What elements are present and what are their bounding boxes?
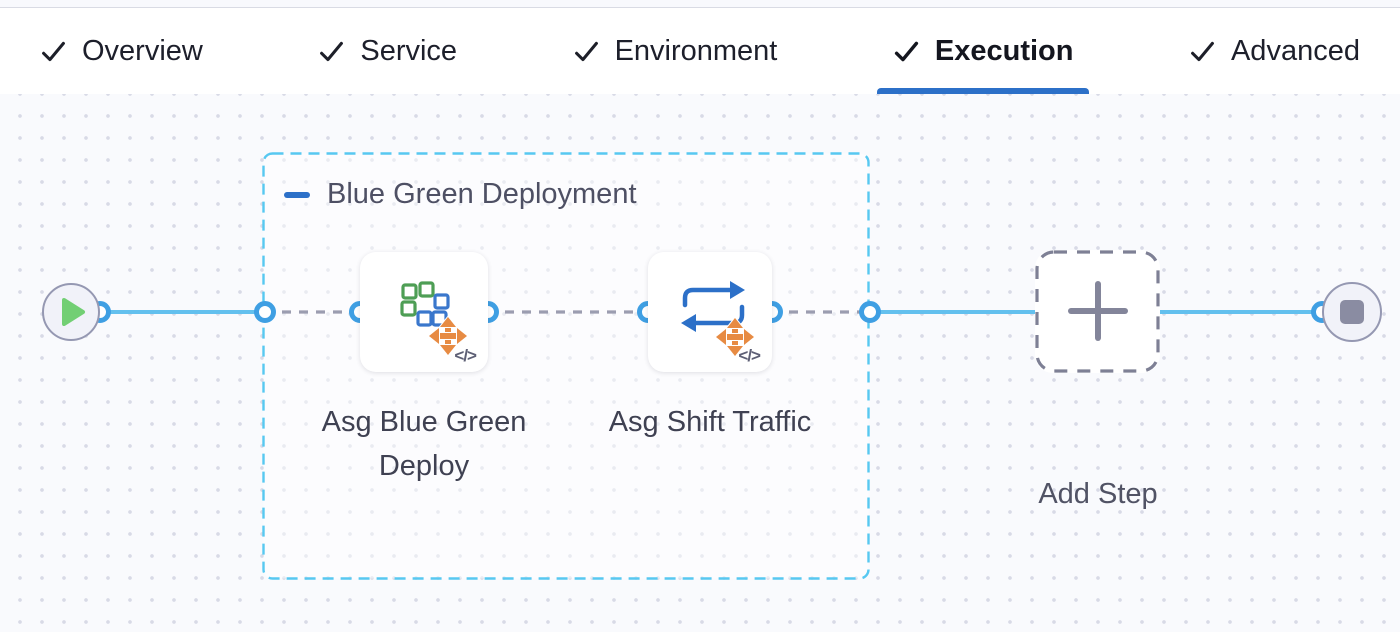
port-group-in[interactable] (254, 301, 276, 323)
step-label-asg-blue-green-deploy[interactable]: Asg Blue Green Deploy (321, 406, 527, 482)
code-icon: </> (454, 346, 477, 365)
asg-blue-green-deploy-icon (400, 281, 468, 356)
tab-execution[interactable]: Execution (876, 8, 1090, 94)
pipeline-canvas[interactable]: Blue Green Deployment (0, 94, 1400, 632)
play-icon (61, 298, 85, 326)
group-title[interactable]: Blue Green Deployment (327, 178, 637, 210)
pipeline-start-node[interactable] (42, 283, 100, 341)
code-icon: </> (738, 346, 761, 365)
group-header: Blue Green Deployment (284, 178, 637, 211)
move-arrows-icon (428, 316, 468, 356)
collapse-group-minus-icon[interactable] (284, 191, 310, 199)
tab-label: Execution (934, 34, 1074, 67)
check-icon (42, 41, 65, 61)
active-tab-underline (876, 88, 1090, 94)
port-group-out[interactable] (859, 301, 881, 323)
step-node-asg-blue-green-deploy[interactable]: </> (360, 252, 488, 372)
stop-icon (1340, 300, 1364, 324)
check-icon (1191, 41, 1214, 61)
add-step-label[interactable]: Add Step (1038, 478, 1158, 510)
move-arrows-icon (715, 317, 755, 357)
wizard-tabs: Overview Service Environment Execution (0, 8, 1400, 94)
tab-advanced[interactable]: Advanced (1173, 8, 1376, 94)
check-icon (320, 41, 344, 61)
tab-label: Environment (614, 34, 778, 67)
step-node-asg-shift-traffic[interactable]: </> (648, 252, 772, 372)
plus-icon (1068, 281, 1128, 341)
tab-label: Service (360, 34, 458, 67)
wizard-tab-bar: Overview Service Environment Execution (0, 8, 1400, 94)
asg-shift-traffic-icon (681, 281, 755, 357)
tab-environment[interactable]: Environment (557, 8, 794, 94)
step-label-asg-shift-traffic[interactable]: Asg Shift Traffic (608, 406, 812, 438)
pipeline-end-node[interactable] (1322, 282, 1382, 342)
tab-overview[interactable]: Overview (24, 8, 219, 94)
add-step-button[interactable] (1035, 250, 1160, 373)
tab-service[interactable]: Service (302, 8, 473, 94)
top-strip (0, 0, 1400, 8)
check-icon (574, 41, 598, 61)
tab-label: Advanced (1230, 34, 1360, 67)
check-icon (894, 41, 918, 61)
tab-label: Overview (82, 34, 203, 67)
add-step-dashed-border (1035, 250, 1160, 373)
